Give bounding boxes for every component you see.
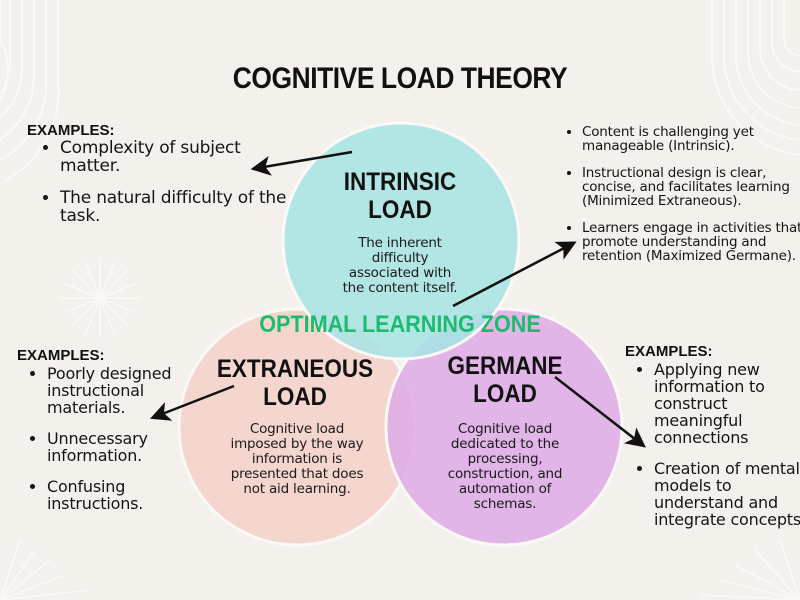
list-item: The natural difficulty of the task. xyxy=(60,189,300,225)
extraneous-title-line1: EXTRANEOUS xyxy=(216,355,374,383)
optimal-learning-zone-label: OPTIMAL LEARNING ZONE xyxy=(259,311,541,338)
intrinsic-examples-label: EXAMPLES: xyxy=(27,122,115,139)
list-item: Instructional design is clear, concise, … xyxy=(582,166,800,208)
extraneous-title-line2: LOAD xyxy=(263,383,327,411)
extraneous-examples-list: Poorly designed instructional materials.… xyxy=(25,365,177,526)
optimal-zone-points: Content is challenging yet manageable (I… xyxy=(560,125,800,276)
intrinsic-description: The inherent difficulty associated with … xyxy=(342,235,458,296)
list-item: Applying new information to construct me… xyxy=(654,361,800,446)
list-item: Learners engage in activities that promo… xyxy=(582,221,800,263)
list-item: Content is challenging yet manageable (I… xyxy=(582,125,800,153)
extraneous-description: Cognitive load imposed by the way inform… xyxy=(230,421,364,497)
intrinsic-title: INTRINSIC LOAD xyxy=(310,168,490,224)
list-item: Complexity of subject matter. xyxy=(60,139,300,175)
list-item: Poorly designed instructional materials. xyxy=(47,365,177,416)
list-item: Confusing instructions. xyxy=(47,478,177,512)
intrinsic-title-line1: INTRINSIC xyxy=(343,168,457,196)
germane-title: GERMANE LOAD xyxy=(415,352,595,408)
germane-examples-label: EXAMPLES: xyxy=(625,343,713,360)
germane-examples-list: Applying new information to construct me… xyxy=(632,361,800,542)
page-title: COGNITIVE LOAD THEORY xyxy=(232,62,568,95)
intrinsic-examples-list: Complexity of subject matter. The natura… xyxy=(38,139,300,239)
germane-title-line1: GERMANE xyxy=(447,352,563,380)
intrinsic-title-line2: LOAD xyxy=(368,196,432,224)
germane-description: Cognitive load dedicated to the processi… xyxy=(447,421,563,512)
list-item: Unnecessary information. xyxy=(47,430,177,464)
extraneous-examples-label: EXAMPLES: xyxy=(17,347,105,364)
germane-title-line2: LOAD xyxy=(473,380,537,408)
extraneous-title: EXTRANEOUS LOAD xyxy=(201,355,390,411)
list-item: Creation of mental models to understand … xyxy=(654,460,800,528)
